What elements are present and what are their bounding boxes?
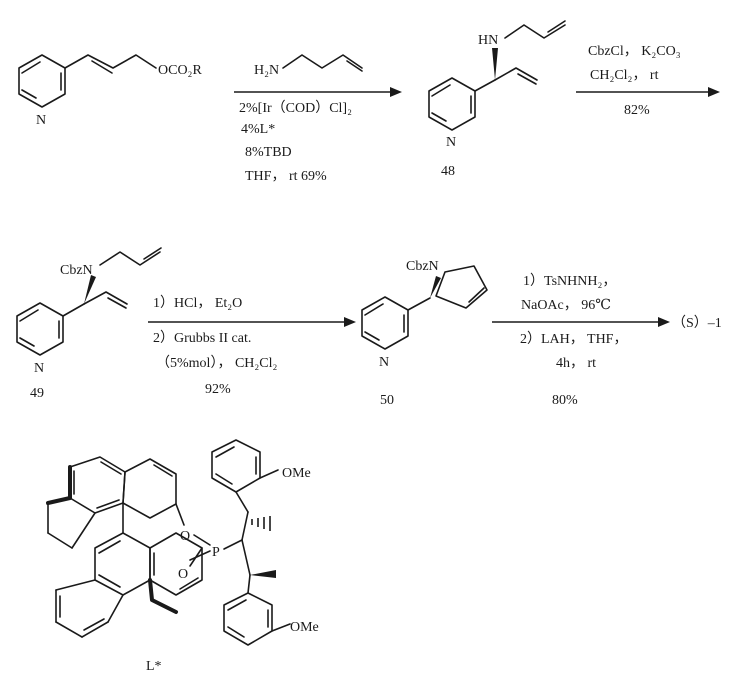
condition-time: 4h， rt bbox=[556, 356, 596, 371]
final-product-label: （S）–1 bbox=[672, 315, 722, 331]
yield-step-2: 82% bbox=[624, 103, 650, 118]
amine-nh-label: HN bbox=[478, 33, 498, 48]
condition-solvent: CH₂Cl₂， rt bbox=[590, 68, 659, 83]
chain-double-bond bbox=[91, 60, 113, 74]
allyl-chain bbox=[64, 54, 157, 69]
ring-double-bond bbox=[21, 61, 41, 74]
pyrroline-ring bbox=[435, 265, 488, 309]
product-48: HN N 48 bbox=[428, 20, 566, 179]
compound-label-50: 50 bbox=[380, 393, 394, 408]
amine-label: H₂N bbox=[254, 63, 279, 78]
oxygen-bottom: O bbox=[178, 567, 188, 582]
compound-50: CbzN N 50 bbox=[361, 259, 488, 408]
condition-catalyst-loading: （5%mol）， CH₂Cl₂ bbox=[156, 355, 277, 371]
carbonate-substituent: OCO₂R bbox=[158, 63, 202, 78]
compound-label-49: 49 bbox=[30, 386, 44, 401]
stereo-wedge bbox=[430, 276, 441, 298]
stereo-wedge bbox=[84, 275, 96, 304]
pyridine-ring bbox=[18, 54, 66, 108]
pyridine-ring bbox=[361, 296, 409, 350]
condition-tbd: 8%TBD bbox=[245, 145, 292, 160]
methoxy-top: OMe bbox=[282, 466, 311, 481]
yield-step-3: 92% bbox=[205, 382, 231, 397]
condition-ligand: 4%L* bbox=[241, 122, 275, 137]
condition-grubbs: 2）Grubbs II cat. bbox=[153, 330, 251, 346]
methoxy-bottom: OMe bbox=[290, 620, 319, 635]
phosphorus-atom: P bbox=[212, 545, 220, 560]
oxygen-top: O bbox=[180, 529, 190, 544]
compound-label-48: 48 bbox=[441, 164, 455, 179]
yield-step-4: 80% bbox=[552, 393, 578, 408]
cbzn-label: CbzN bbox=[60, 263, 93, 278]
pyridine-nitrogen: N bbox=[379, 355, 389, 370]
pyridine-ring bbox=[428, 77, 476, 131]
pyridine-nitrogen: N bbox=[34, 361, 44, 376]
reaction-arrow-3 bbox=[148, 317, 356, 327]
ligand-structure: O O P OMe OMe L* bbox=[46, 439, 319, 674]
pyridine-nitrogen: N bbox=[36, 113, 46, 128]
reaction-arrow-2 bbox=[576, 87, 720, 97]
condition-iridium-catalyst: 2%[Ir（COD）Cl]₂ bbox=[239, 100, 352, 116]
condition-naoac: NaOAc， 96℃ bbox=[521, 298, 611, 313]
pyridine-nitrogen: N bbox=[446, 135, 456, 150]
reaction-arrow-1 bbox=[234, 87, 402, 97]
compound-49: CbzN N 49 bbox=[16, 247, 162, 401]
condition-solvent-yield: THF， rt 69% bbox=[245, 169, 327, 184]
condition-cbzcl: CbzCl， K₂CO₃ bbox=[588, 44, 681, 59]
pyridine-ring bbox=[16, 302, 64, 356]
reagent-allylamine: H₂N bbox=[254, 54, 363, 78]
cbzn-label: CbzN bbox=[406, 259, 439, 274]
condition-tosylhydrazine: 1）TsNHNH₂， bbox=[523, 273, 616, 289]
condition-hcl: 1）HCl， Et₂O bbox=[153, 295, 242, 311]
condition-lah: 2）LAH， THF， bbox=[520, 331, 627, 347]
ring-double-bond bbox=[21, 89, 37, 99]
ligand-label: L* bbox=[146, 659, 162, 674]
stereo-wedge bbox=[492, 48, 498, 80]
reactant-allyl-carbonate: OCO₂R N bbox=[18, 54, 202, 128]
reaction-arrow-4 bbox=[492, 317, 670, 327]
